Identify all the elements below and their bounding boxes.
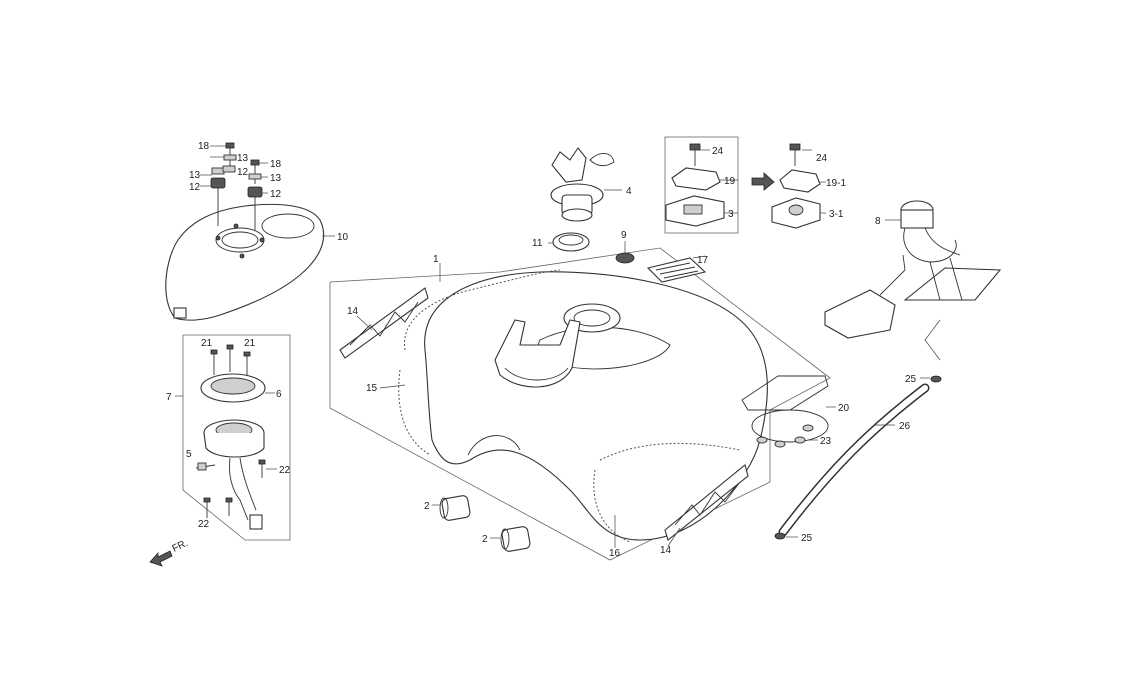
fuel-gauge-unit: [195, 419, 265, 530]
callout-16: 16: [609, 548, 621, 559]
bezel-screws: [210, 344, 251, 376]
callout-10: 10: [337, 232, 349, 243]
cover-cap-lower: [490, 526, 531, 552]
grommet: [615, 241, 635, 264]
callout-19: 19: [724, 176, 736, 187]
emblem-left: [339, 287, 429, 359]
gauge-bezel: [200, 373, 275, 403]
arrow-right-icon: [751, 172, 775, 191]
callout-13-right: 13: [270, 173, 282, 184]
callout-2-upper: 2: [424, 501, 430, 512]
callout-2-lower: 2: [482, 534, 488, 545]
callout-3-1: 3-1: [829, 209, 844, 220]
callout-26: 26: [899, 421, 911, 432]
callout-9: 9: [621, 230, 627, 241]
tank-top-cover: [165, 203, 335, 321]
callout-23: 23: [820, 436, 832, 447]
cover-fasteners-left: [200, 142, 237, 226]
callout-5: 5: [186, 449, 192, 460]
gauge-assembly-frame: [175, 334, 291, 541]
callout-18-right: 18: [270, 159, 282, 170]
filler-ring: [548, 232, 590, 252]
callout-21-left: 21: [201, 338, 213, 349]
callout-22-bottom: 22: [198, 519, 210, 530]
hose-clamp-top: [920, 375, 942, 383]
hose-clamp-bottom: [774, 532, 798, 540]
front-marker-label: FR.: [171, 538, 190, 555]
callout-12-right: 12: [270, 189, 282, 200]
callout-21-right: 21: [244, 338, 256, 349]
washers: [756, 424, 818, 448]
bracket-set-variant: [771, 143, 826, 229]
callout-25-bottom: 25: [801, 533, 813, 544]
cover-fasteners-right: [247, 159, 268, 230]
callout-24-box: 24: [712, 146, 724, 157]
callout-4: 4: [626, 186, 632, 197]
callout-7: 7: [166, 392, 172, 403]
gauge-screws: [203, 459, 277, 518]
callout-labels: 1 2 2 3 3-1 4 5 6 7 8 9 10 11 12 12 12 1…: [166, 141, 917, 559]
callout-14-right: 14: [660, 545, 672, 556]
callout-13-top: 13: [237, 153, 249, 164]
emblem-right: [664, 464, 749, 547]
cover-cap-upper: [432, 495, 471, 521]
callout-8: 8: [875, 216, 881, 227]
fuel-tank: [398, 269, 768, 543]
callout-25-top: 25: [905, 374, 917, 385]
callout-18-left: 18: [198, 141, 210, 152]
caution-label-sticker: [646, 255, 707, 283]
callout-19-1: 19-1: [826, 178, 846, 189]
fuel-cap: [550, 147, 622, 222]
callout-1: 1: [433, 254, 439, 265]
bracket-set-box: [664, 136, 739, 234]
callout-6: 6: [276, 389, 282, 400]
callout-13-left: 13: [189, 170, 201, 181]
callout-15: 15: [366, 383, 378, 394]
fuel-pump-unit: [885, 200, 1002, 301]
callout-11: 11: [532, 238, 543, 249]
callout-14-left: 14: [347, 306, 359, 317]
fuel-hose: [778, 383, 930, 537]
callout-12-left: 12: [189, 182, 201, 193]
float: [824, 254, 906, 339]
callout-17: 17: [697, 255, 709, 266]
callout-3: 3: [728, 209, 734, 220]
callout-22-right: 22: [279, 465, 291, 476]
gasket: [741, 375, 836, 443]
callout-12-mid: 12: [237, 167, 249, 178]
arrow-left-down-icon: [149, 550, 173, 567]
callout-20: 20: [838, 403, 850, 414]
callout-24-variant: 24: [816, 153, 828, 164]
